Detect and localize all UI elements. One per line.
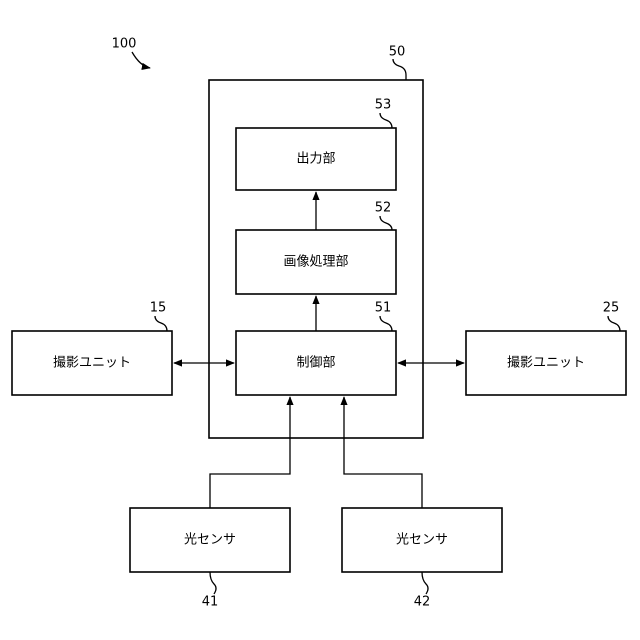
optical-sensor-right-ref-leader [422, 572, 428, 594]
optical-sensor-right-ref: 42 [414, 595, 431, 610]
camera-unit-left-label: 撮影ユニット [53, 355, 131, 371]
control-unit-label: 制御部 [296, 356, 335, 371]
image-processing-unit-label: 画像処理部 [283, 255, 348, 270]
optical-sensor-left-ref-leader [210, 572, 216, 594]
camera-unit-right-ref: 25 [603, 301, 620, 316]
optical-sensor-right-label: 光センサ [396, 533, 448, 548]
camera-unit-right-label: 撮影ユニット [507, 355, 585, 371]
camera-unit-left-ref-leader [155, 316, 167, 331]
output-unit-ref: 53 [375, 98, 392, 113]
figure-label: 100 [112, 37, 137, 52]
device-ref: 50 [389, 45, 406, 60]
optical-sensor-left-ref: 41 [202, 595, 219, 610]
camera-unit-left-ref: 15 [150, 301, 167, 316]
device-ref-leader [393, 59, 406, 80]
control-unit-ref: 51 [375, 301, 392, 316]
optical-sensor-left-label: 光センサ [184, 533, 236, 548]
camera-unit-right-ref-leader [608, 316, 620, 331]
output-unit-label: 出力部 [296, 152, 335, 167]
image-processing-unit-ref: 52 [375, 201, 392, 216]
figure-label-pointer [132, 52, 150, 68]
